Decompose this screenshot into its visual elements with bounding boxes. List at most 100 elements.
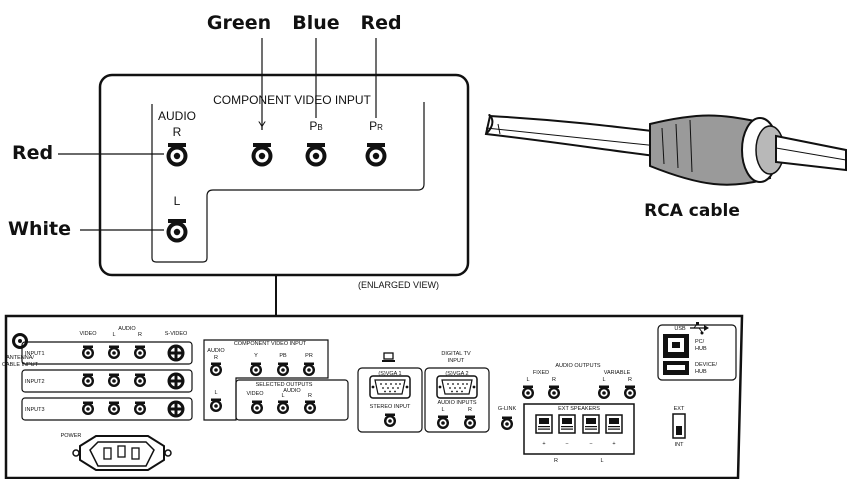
audio-inputs-r: R	[468, 407, 472, 413]
audio-inputs-r-jack	[464, 415, 476, 429]
selected-outputs-video: VIDEO	[246, 391, 264, 397]
power-connector	[72, 435, 172, 471]
enlarged-r-label: R	[173, 125, 182, 139]
variable-r-jack	[624, 385, 636, 399]
component-r-label: R	[214, 355, 218, 361]
enlarged-pb-label: PB	[309, 119, 322, 133]
enlarged-audio-l-jack	[166, 219, 188, 243]
fixed-r-label: R	[552, 377, 556, 383]
power-label: POWER	[61, 433, 82, 439]
usb-device-label-1: DEVICE/	[695, 362, 717, 368]
ext-speaker-r-minus	[558, 414, 576, 434]
glink-label: G-LINK	[498, 406, 517, 412]
usb-pc-label-2: HUB	[695, 346, 707, 352]
fixed-l-label: L	[526, 377, 529, 383]
enlarged-pb-jack	[305, 143, 327, 167]
selected-l-jack	[277, 400, 289, 414]
enlarged-pr-jack	[365, 143, 387, 167]
input2-label: INPUT2	[25, 379, 45, 385]
fixed-l-jack	[522, 385, 534, 399]
component-pr-label: PR	[305, 353, 313, 359]
callout-blue: Blue	[292, 12, 339, 34]
audio-inputs-label: AUDIO INPUTS	[437, 400, 476, 406]
ext-speaker-minus-1: −	[565, 441, 568, 447]
rca-cable-label: RCA cable	[644, 201, 740, 221]
ext-speaker-r-label: R	[554, 458, 558, 464]
usb-device-port	[663, 361, 689, 375]
ext-int-switch	[672, 413, 686, 439]
audio-inputs-l-jack	[437, 415, 449, 429]
input-video-header: VIDEO	[79, 331, 97, 337]
enlarged-view-note: (ENLARGED VIEW)	[358, 280, 439, 290]
svga2-block	[424, 367, 490, 433]
component-y-label: Y	[254, 353, 258, 359]
input-audio-header: AUDIO	[118, 326, 136, 332]
audio-outputs-fixed: FIXED	[533, 370, 549, 376]
component-l-label: L	[214, 390, 217, 396]
digital-tv-label-1: DIGITAL TV	[441, 351, 471, 357]
ext-speaker-l-plus	[605, 414, 623, 434]
svga1-connector	[369, 375, 411, 399]
selected-outputs-title: SELECTED OUTPUTS	[256, 382, 313, 388]
component-block	[203, 339, 329, 421]
selected-outputs-box	[235, 379, 349, 421]
enlarged-title: COMPONENT VIDEO INPUT	[213, 93, 371, 107]
component-pb-label: PB	[279, 353, 287, 359]
glink-jack	[501, 416, 513, 430]
component-audio-label: AUDIO	[207, 348, 225, 354]
antenna-label-2: CABLE INPUT	[2, 362, 39, 368]
input-row-3: INPUT3	[21, 397, 193, 421]
svga1-label: (S)VGA 1	[378, 371, 401, 377]
selected-outputs-l: L	[281, 393, 284, 399]
callout-red-left: Red	[12, 142, 53, 164]
audio-outputs-variable: VARIABLE	[604, 370, 631, 376]
ext-speaker-plus-1: +	[542, 441, 545, 447]
digital-tv-label-2: INPUT	[448, 358, 465, 364]
ext-speakers-title: EXT SPEAKERS	[558, 406, 600, 412]
ext-speaker-plus-2: +	[612, 441, 615, 447]
usb-pc-label-1: PC/	[695, 339, 705, 345]
enlarged-l-label: L	[174, 194, 181, 208]
selected-r-jack	[304, 400, 316, 414]
ext-speaker-minus-2: −	[589, 441, 592, 447]
ext-switch-int-label: INT	[675, 442, 685, 448]
audio-outputs-title: AUDIO OUTPUTS	[555, 363, 601, 369]
stereo-input-label: STEREO INPUT	[370, 404, 411, 410]
input-svideo-header: S-VIDEO	[165, 331, 188, 337]
enlarged-view-frame	[98, 73, 470, 277]
svga2-label: (S)VGA 2	[445, 371, 468, 377]
input1-label: INPUT1	[25, 351, 45, 357]
variable-l-label: L	[602, 377, 605, 383]
input3-label: INPUT3	[25, 407, 45, 413]
enlarged-y-jack	[251, 143, 273, 167]
ext-switch-ext-label: EXT	[674, 406, 685, 412]
variable-r-label: R	[628, 377, 632, 383]
component-pb-jack	[277, 362, 289, 376]
ext-speaker-l-minus	[582, 414, 600, 434]
callout-green: Green	[207, 12, 271, 34]
callout-red-top: Red	[360, 12, 401, 34]
enlarged-y-label: Y	[258, 119, 266, 133]
svga2-connector	[436, 375, 478, 399]
ext-speaker-l-label: L	[600, 458, 603, 464]
selected-outputs-r: R	[308, 393, 312, 399]
rca-cable-illustration	[484, 114, 847, 186]
input-row-2: INPUT2	[21, 369, 193, 393]
component-y-jack	[250, 362, 262, 376]
selected-video-jack	[251, 400, 263, 414]
component-l-jack	[210, 398, 222, 412]
stereo-input-jack	[384, 413, 396, 427]
selected-outputs-audio: AUDIO	[283, 388, 301, 394]
usb-device-label-2: HUB	[695, 369, 707, 375]
component-r-jack	[210, 362, 222, 376]
ext-speaker-r-plus	[535, 414, 553, 434]
enlarged-pr-label: PR	[369, 119, 383, 133]
input-row-1: INPUT1	[21, 341, 193, 365]
usb-pc-port	[663, 334, 689, 358]
enlarged-audio-r-jack	[166, 143, 188, 167]
input-audio-r-header: R	[138, 332, 142, 338]
ext-speakers-block	[523, 403, 635, 455]
fixed-r-jack	[548, 385, 560, 399]
antenna-label-1: ANTENNA/	[6, 355, 34, 361]
